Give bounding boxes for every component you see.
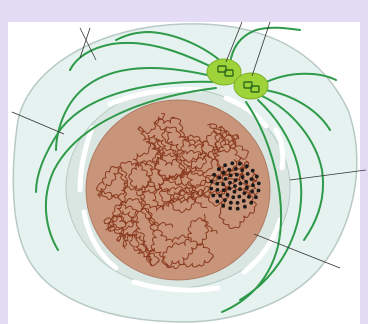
nucleolus-dot [257,189,261,193]
nucleolus-dot [231,195,235,199]
nucleolus-dot [215,200,219,204]
nucleolus-dot [255,175,259,179]
nucleolus-dot [233,190,237,194]
nucleolus-dot [223,198,227,202]
nucleolus-dot [251,169,255,173]
nucleolus-dot [250,190,254,194]
nucleolus-dot [221,204,225,208]
nucleolus-dot [238,187,242,191]
nucleolus-dot [221,182,225,186]
nucleolus-dot [237,195,241,199]
frame-top-band [0,0,368,22]
nucleolus-dot [238,162,242,166]
nucleolus-dot [247,195,251,199]
nucleolus-dot [233,184,237,188]
nucleolus-dot [209,187,213,191]
nucleolus-dot [245,186,249,190]
nucleolus-dot [245,164,249,168]
nucleolus-dot [251,183,255,187]
nucleolus-dot [217,176,221,180]
nucleolus-dot [228,181,232,185]
nucleolus-dot [228,206,232,210]
nucleolus-dot [228,187,232,191]
nucleolus-dot [254,195,258,199]
nucleolus-dot [240,168,244,172]
nucleolus-dot [257,182,261,186]
nucleolus-dot [244,180,248,184]
nucleolus-dot [242,199,246,203]
nucleolus-dot [249,201,253,205]
nucleolus-dot [246,172,250,176]
nucleolus-dot [215,182,219,186]
nucleolus-dot [235,173,239,177]
nucleolus-dot [211,194,215,198]
nucleolus-dot [227,168,231,172]
nucleolus-dot [212,173,216,177]
nucleolus-dot [218,194,222,198]
nucleolus-dot [230,161,234,165]
nucleolus-dot [229,201,233,205]
frame-left-band [0,0,8,324]
nucleolus-dot [216,188,220,192]
frame-right-band [360,0,368,324]
nucleolus-dot [234,167,238,171]
nucleolus-dot [243,191,247,195]
nucleolus-dot [239,182,243,186]
nucleolus-dot [243,205,247,209]
nucleolus-dot [236,201,240,205]
nucleolus-dot [223,163,227,167]
nucleolus-dot [241,175,245,179]
nucleolus-dot [236,207,240,211]
nucleolus-dot [222,188,226,192]
nucleolus-dot [226,193,230,197]
nucleolus-dot [217,167,221,171]
nucleolus-dot [222,171,226,175]
nucleolus-dot [224,177,228,181]
nucleolus-dot [229,174,233,178]
nucleolus-dot [234,178,238,182]
nucleolus-dot [250,177,254,181]
nucleolus-dot [210,180,214,184]
